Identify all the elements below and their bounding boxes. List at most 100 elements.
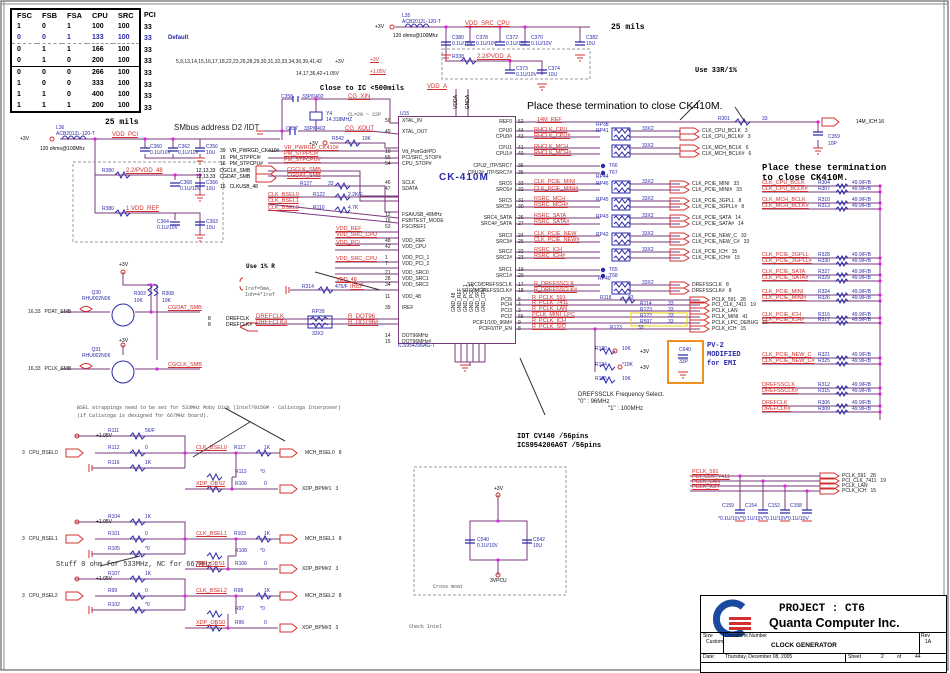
pin-xtal-out: XTAL_OUT — [402, 129, 428, 135]
field-value: Custom — [706, 639, 724, 645]
pci-cap-net: PCLK_LAN — [692, 479, 721, 485]
testpoint-t68: T68 — [609, 273, 618, 279]
table-cell: 0 — [42, 80, 46, 87]
part-value: 10K — [134, 298, 143, 304]
signal-name: CGCLK_SMB — [219, 168, 251, 174]
table-cell: 1 — [17, 91, 21, 98]
output-name: CLK_PCIE_MINI# — [692, 187, 733, 193]
part-ref: C373 — [516, 66, 528, 72]
net-clk-bsel1: CLK_BSEL1 — [268, 198, 299, 204]
resistor-value: 10K — [622, 346, 631, 352]
pin-fsc-ref1: FSC/REF1 — [402, 224, 427, 230]
pin-cpu0: CPU0 — [498, 128, 512, 134]
pin-pcif0-itp-en: PCIF0/ITP_EN — [478, 326, 512, 332]
resistor-zigzag — [835, 390, 849, 398]
output-port-icon — [669, 186, 690, 194]
table-cell: 1 — [67, 46, 71, 53]
part-value: 0.1U/10V — [157, 225, 178, 231]
part-number: ACB2012L-120-T — [56, 131, 95, 137]
table-cell: 100 — [117, 46, 130, 53]
resistor-pack — [611, 248, 631, 262]
date-label: Date: — [703, 654, 715, 660]
page-ref: 33 — [762, 320, 768, 326]
term-net-clk-pcie-ich: CLK_PCIE_ICH — [762, 312, 802, 318]
sheet-total: 44 — [915, 654, 921, 660]
net-clk-bsel2: CLK_BSEL2 — [196, 588, 227, 594]
net-vdd-a-chip: VDD_A — [427, 84, 448, 90]
pin-number: 20 — [518, 273, 524, 279]
output-name: PCI_CLK_7411 — [842, 478, 877, 484]
resistor-r114: R114 — [640, 301, 652, 307]
page-ref: 8 — [208, 322, 211, 328]
resistor-r326: R326 — [818, 295, 830, 301]
inductor-l36-symbol — [62, 135, 87, 141]
resistor-pack-rp39 — [307, 315, 333, 329]
part-ref: L36 — [56, 125, 65, 131]
part-value: 0.1U/10V — [516, 72, 537, 78]
cap-c159: C159 — [722, 503, 734, 509]
table-cell: 1 — [67, 23, 71, 30]
note-cross-moat: Cross moat — [433, 584, 464, 590]
resistor-pack-value: 33X2 — [642, 213, 654, 219]
table-cell: 100 — [92, 23, 104, 30]
pin-src5-: SRC5# — [495, 204, 512, 210]
pci-cap-net: PCLK_591 — [692, 469, 719, 475]
table-cell: 100 — [112, 32, 140, 44]
testpoint-t67: T67 — [609, 170, 618, 176]
part-value: 10K — [162, 298, 171, 304]
net-rsrc-sata: RSRC_SATA — [534, 213, 567, 219]
pin-number: 11 — [385, 294, 391, 300]
dot-pages: 8 8 — [208, 316, 211, 328]
net-vdd-48: 2.2/PVDD_48 — [126, 168, 163, 174]
resistor-pack-value: 33X2 — [642, 196, 654, 202]
resistor-value: 49.9/F/B — [852, 358, 871, 364]
part-ref: C368 — [180, 180, 192, 186]
page-ref: 16 — [220, 184, 226, 190]
col-fsa: FSA — [67, 11, 82, 20]
junction-dot — [878, 184, 882, 188]
crystal-load: CL=20 ~ 22P — [348, 112, 382, 118]
page-ref: 16 — [220, 155, 226, 161]
part-ref: C362 — [178, 144, 190, 150]
pin-vdd-cpu: VDD_CPU — [402, 244, 426, 250]
resistor-r120: R120 — [595, 346, 607, 352]
pin-number: 18 — [518, 288, 524, 294]
note-line: BSEL strappings need to be set for 533MH… — [77, 405, 342, 411]
net-rsrc-mch-: RSRC_MCH# — [534, 202, 569, 208]
net-cgclk-smb: CGCLK_SMB — [287, 167, 321, 173]
output-name: CLK_PCIE_SATA — [692, 215, 732, 221]
resistor-r338: R338 — [452, 54, 464, 60]
pin-pci4: PCI4 — [500, 302, 512, 308]
page-ref: 33 — [741, 233, 747, 239]
net-rhclk-mch: RHCLK_MCH — [534, 144, 569, 150]
resistor-r116: R116 — [108, 460, 120, 466]
power-pages-105: 14,17,36,42 — [296, 71, 323, 77]
resistor-r324: R324 — [818, 289, 830, 295]
pin-number: 16 — [385, 218, 391, 224]
net-cgclk-smb: CGCLK_SMB — [168, 362, 202, 368]
document-title: CLOCK GENERATOR — [771, 642, 837, 649]
table-cell: 0 — [67, 69, 71, 76]
junction-dot — [878, 293, 882, 297]
resistor-value: *10K — [622, 362, 633, 368]
resistor-r106: R106 — [235, 481, 247, 487]
output-name: CLK_PCIE_ICH — [692, 249, 728, 255]
testpoint-t66: T66 — [609, 163, 618, 169]
net-clk-bsel1: CLK_BSEL1 — [196, 531, 227, 537]
output-name: PCLK_LAN — [842, 483, 868, 489]
output-clk-mch-bclk-: CLK_MCH_BCLK#6 — [702, 151, 751, 157]
net-name: VDD_A — [491, 54, 512, 60]
net-clk-pcie-new-: CLK_PCIE_NEW# — [534, 237, 580, 243]
resistor-r312: R312 — [818, 382, 830, 388]
page-ref: 15 — [731, 249, 738, 255]
output-port-icon — [669, 254, 690, 262]
net-xdp-obs2: XDP_OBS2 — [196, 481, 226, 487]
table-cell: 100 — [117, 23, 130, 30]
pin-vdd-src2: VDD_SRC2 — [402, 282, 429, 288]
pin-iref: IREF — [402, 305, 414, 311]
term-net-clk-pcie-new-c: CLK_PCIE_NEW_C — [762, 352, 812, 358]
